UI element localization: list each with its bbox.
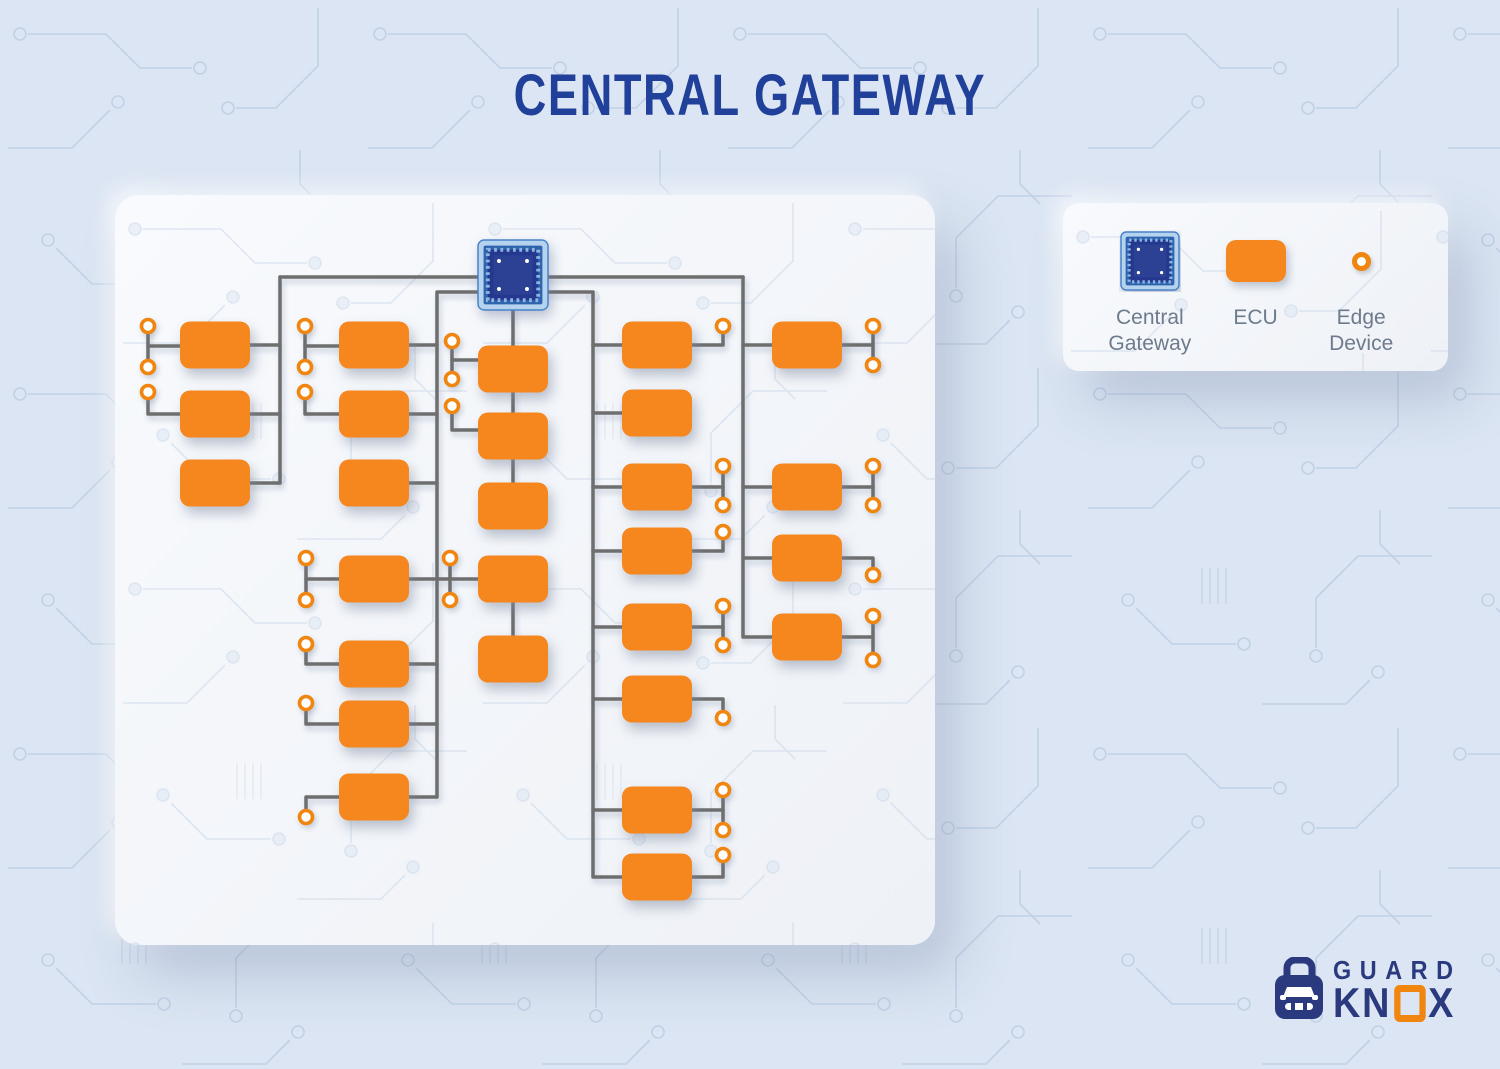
ecu-node	[339, 700, 409, 748]
ecu-node	[339, 555, 409, 603]
connector-line	[248, 275, 282, 485]
central-gateway-chip-icon	[1120, 231, 1180, 291]
ecu-node	[478, 635, 548, 683]
edge-device-node	[714, 496, 732, 514]
guardknox-logo: GUARD KN X	[1274, 955, 1476, 1026]
edge-device-node	[296, 383, 314, 401]
ecu-icon	[1225, 240, 1286, 282]
edge-device-node	[714, 597, 732, 615]
logo-word-knox-post: X	[1428, 979, 1456, 1026]
edge-device-node	[714, 636, 732, 654]
ecu-node	[622, 389, 692, 437]
ecu-node	[339, 321, 409, 369]
ecu-node	[622, 527, 692, 575]
legend-label-central-gateway: Central Gateway	[1108, 306, 1192, 355]
ecu-node	[622, 463, 692, 511]
logo-word-knox: KN X	[1333, 979, 1462, 1026]
ecu-node	[339, 640, 409, 688]
legend-items: Central Gateway ECU Edge Device	[1063, 203, 1448, 371]
page-title: CENTRAL GATEWAY	[513, 63, 987, 128]
edge-device-node	[297, 694, 315, 712]
edge-device-node	[297, 591, 315, 609]
title-bar: CENTRAL GATEWAY	[0, 62, 1500, 129]
edge-device-node	[714, 709, 732, 727]
edge-device-node	[714, 846, 732, 864]
central-gateway-chip	[1120, 231, 1180, 291]
ecu-node	[622, 675, 692, 723]
edge-device-node	[443, 332, 461, 350]
edge-device-node	[714, 821, 732, 839]
legend-item-ecu: ECU	[1203, 229, 1309, 371]
logo-orange-o	[1393, 984, 1426, 1022]
ecu-node	[772, 321, 842, 369]
edge-device-node	[139, 317, 157, 335]
edge-device-node	[864, 496, 882, 514]
connector-line	[545, 290, 624, 879]
legend-panel: Central Gateway ECU Edge Device	[1063, 203, 1448, 371]
central-gateway-chip	[477, 239, 549, 311]
ecu-node	[772, 613, 842, 661]
edge-device-node	[296, 358, 314, 376]
edge-device-node	[296, 317, 314, 335]
logo-word-knox-pre: KN	[1333, 979, 1392, 1026]
legend-label-edge-device: Edge Device	[1329, 306, 1394, 355]
edge-device-node	[714, 781, 732, 799]
connector-line	[407, 290, 481, 799]
edge-device-node	[864, 457, 882, 475]
edge-device-node	[441, 591, 459, 609]
ecu-node	[622, 321, 692, 369]
ecu-node	[622, 853, 692, 901]
edge-device-node	[714, 523, 732, 541]
edge-device-node	[443, 370, 461, 388]
legend-item-central-gateway: Central Gateway	[1097, 229, 1203, 371]
edge-device-node	[864, 317, 882, 335]
ecu-node	[339, 459, 409, 507]
logo-word-guard: GUARD	[1333, 955, 1462, 985]
ecu-node	[180, 390, 250, 438]
edge-device-node	[864, 356, 882, 374]
edge-device-node	[297, 635, 315, 653]
edge-device-node	[139, 358, 157, 376]
edge-device-node	[441, 549, 459, 567]
edge-device-node	[443, 397, 461, 415]
ecu-node	[339, 773, 409, 821]
connector-line	[741, 275, 774, 639]
ecu-node	[180, 459, 250, 507]
ecu-node	[772, 534, 842, 582]
ecu-node	[772, 463, 842, 511]
ecu-node	[622, 786, 692, 834]
connector-line	[690, 855, 725, 879]
ecu-node	[622, 603, 692, 651]
ecu-node	[478, 412, 548, 460]
ecu-node	[478, 555, 548, 603]
legend-label-ecu: ECU	[1233, 306, 1278, 329]
edge-device-node	[297, 808, 315, 826]
ecu-node	[339, 390, 409, 438]
legend-item-edge-device: Edge Device	[1308, 229, 1414, 371]
edge-device-node	[714, 317, 732, 335]
logo-text: GUARD KN X	[1333, 955, 1462, 1026]
edge-device-node	[864, 651, 882, 669]
edge-device-node	[297, 549, 315, 567]
edge-device-node	[864, 566, 882, 584]
edge-device-icon	[1351, 251, 1371, 271]
ecu-node	[180, 321, 250, 369]
edge-device-node	[139, 383, 157, 401]
ecu-node	[478, 482, 548, 530]
guardknox-lock-car-icon	[1275, 957, 1323, 1019]
ecu-node	[478, 345, 548, 393]
edge-device-node	[864, 607, 882, 625]
edge-device-node	[714, 457, 732, 475]
